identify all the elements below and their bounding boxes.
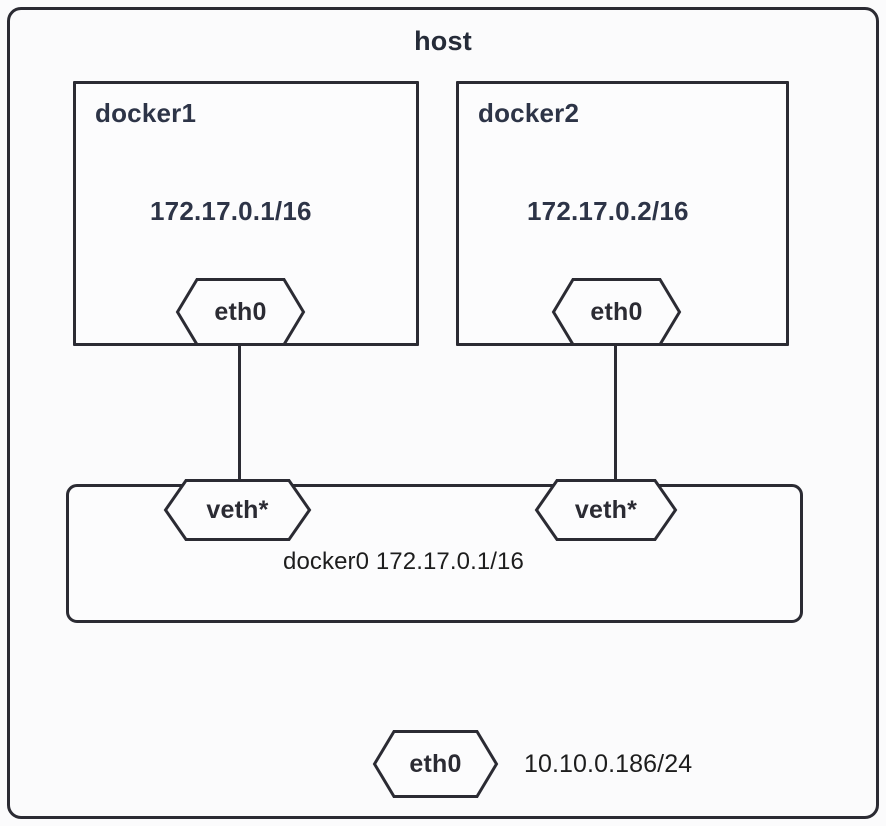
interface-hexagon-docker2-eth0: eth0 bbox=[551, 278, 682, 346]
connector-line-docker2-to-bridge bbox=[614, 344, 617, 486]
host-eth0-ip: 10.10.0.186/24 bbox=[524, 750, 693, 778]
interface-hexagon-docker1-eth0: eth0 bbox=[175, 278, 306, 346]
hexagon-icon bbox=[551, 278, 682, 346]
container-ip-docker2: 172.17.0.2/16 bbox=[527, 196, 689, 226]
connector-line-docker1-to-bridge bbox=[238, 344, 241, 486]
interface-hexagon-host-eth0: eth0 bbox=[372, 730, 499, 798]
container-ip-docker1: 172.17.0.1/16 bbox=[150, 196, 312, 226]
interface-hexagon-veth-left: veth* bbox=[163, 479, 312, 541]
container-label-docker2: docker2 bbox=[478, 98, 580, 128]
hexagon-icon bbox=[163, 479, 312, 541]
container-label-docker1: docker1 bbox=[95, 98, 197, 128]
bridge-label-docker0: docker0 172.17.0.1/16 bbox=[283, 548, 524, 575]
host-title: host bbox=[414, 26, 472, 56]
hexagon-icon bbox=[372, 730, 499, 798]
hexagon-icon bbox=[534, 479, 678, 541]
interface-hexagon-veth-right: veth* bbox=[534, 479, 678, 541]
hexagon-icon bbox=[175, 278, 306, 346]
